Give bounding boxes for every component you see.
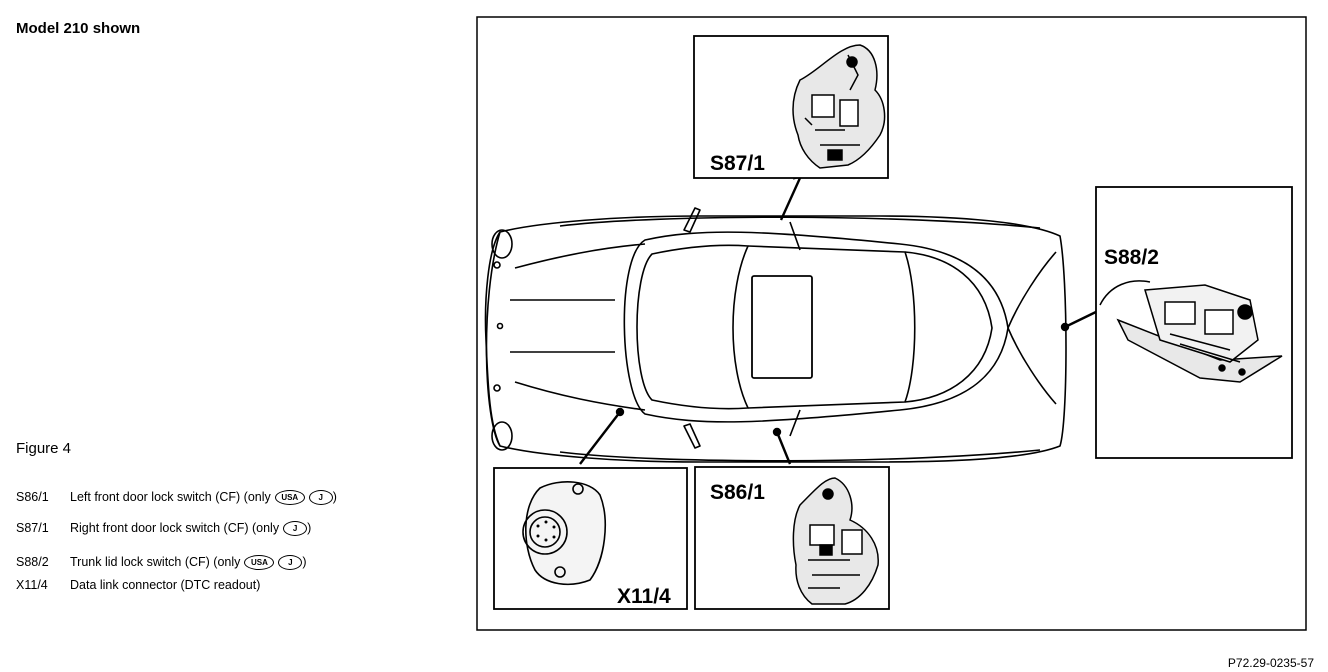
japan-badge: J	[278, 555, 303, 571]
callout-leaders	[579, 165, 1101, 465]
callout-x11-4: X11/4	[493, 467, 688, 610]
reference-code: P72.29-0235-57	[1227, 656, 1314, 670]
legend-item-s87-1: S87/1 Right front door lock switch (CF) (…	[16, 521, 312, 537]
callout-s87-1: S87/1	[693, 35, 889, 179]
callout-label-s88-2: S88/2	[1104, 246, 1159, 269]
japan-badge: J	[283, 521, 308, 537]
legend-description: Left front door lock switch (CF) (only	[70, 490, 271, 504]
car-top-view	[484, 207, 1067, 463]
legend-code: S87/1	[16, 521, 49, 535]
legend-description: Right front door lock switch (CF) (only	[70, 521, 280, 535]
door-lock-switch-icon	[792, 44, 886, 169]
diagram-frame	[476, 16, 1307, 631]
callout-label-s86-1: S86/1	[710, 481, 765, 504]
callout-label-x11-4: X11/4	[617, 585, 671, 608]
data-link-connector-icon	[522, 481, 606, 586]
page-title: Model 210 shown	[16, 20, 141, 37]
usa-badge: USA	[244, 555, 275, 571]
legend-code: S88/2	[16, 555, 49, 569]
legend-item-x11-4: X11/4 Data link connector (DTC readout)	[16, 578, 260, 592]
legend-code: S86/1	[16, 490, 49, 504]
usa-badge: USA	[274, 490, 305, 506]
legend-description: Trunk lid lock switch (CF) (only	[70, 555, 241, 569]
figure-label: Figure 4	[16, 440, 72, 457]
door-lock-switch-icon	[792, 477, 879, 605]
legend-close: )	[332, 490, 337, 504]
trunk-lock-switch-icon	[1099, 280, 1283, 383]
legend-close: )	[307, 521, 312, 535]
legend-code: X11/4	[16, 578, 48, 592]
callout-s88-2: S88/2	[1095, 186, 1293, 459]
legend-item-s86-1: S86/1 Left front door lock switch (CF) (o…	[16, 490, 337, 506]
callout-s86-1: S86/1	[694, 466, 890, 610]
callout-label-s87-1: S87/1	[710, 152, 765, 175]
japan-badge: J	[308, 490, 333, 506]
legend-description: Data link connector (DTC readout)	[70, 578, 261, 592]
legend-close: )	[302, 555, 307, 569]
